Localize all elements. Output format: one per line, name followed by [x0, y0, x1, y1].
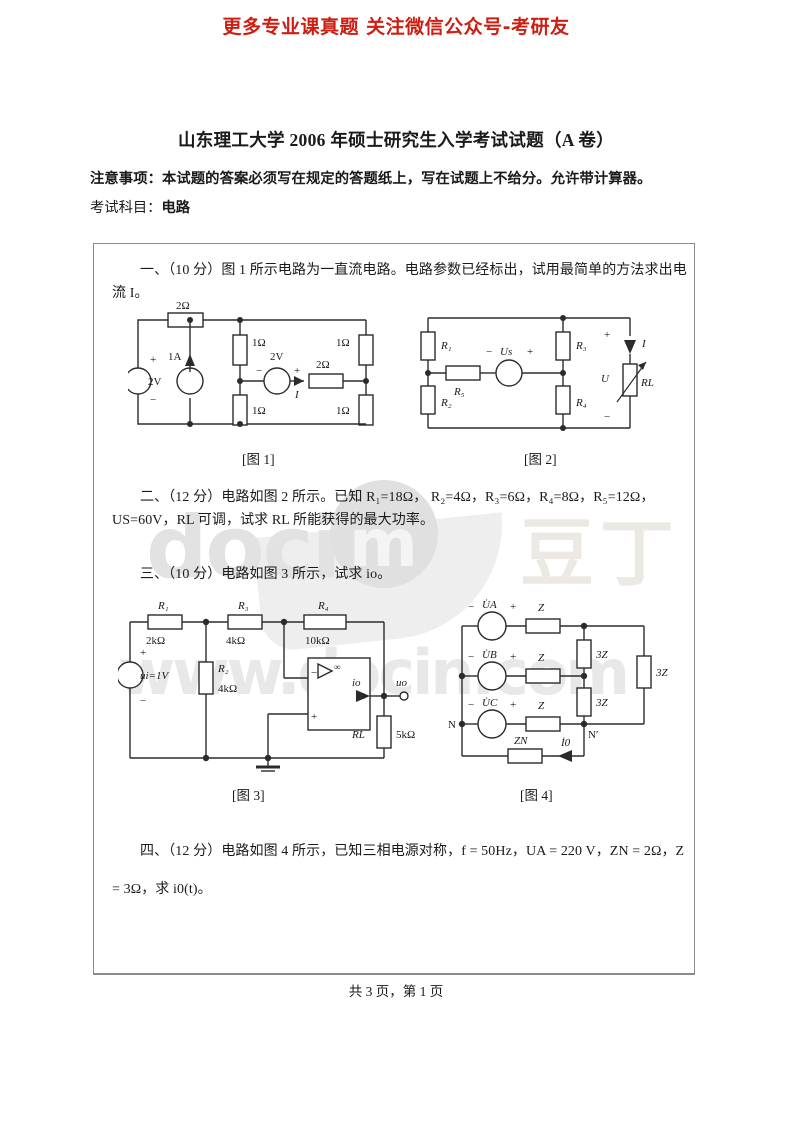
question-4-body: 电路如图 4 所示，已知三相电源对称，f = 50Hz，UA = 220 V，Z…: [112, 844, 685, 897]
fig4-label-ub: U̇B: [482, 649, 497, 661]
figure-1-caption: [图 1]: [242, 452, 275, 467]
fig1-label-r-right-top: 1Ω: [336, 337, 350, 349]
fig4-label-3z-bottom: 3Z: [595, 697, 609, 709]
fig4-label-minus-c: −: [468, 699, 474, 711]
fig3-label-r4: R₄: [317, 600, 329, 612]
question-2-number: 二、: [140, 490, 169, 505]
question-2-body: 电路如图 2 所示。已知 R₁=18Ω， R₂=4Ω，R₃=6Ω，R₄=8Ω，R…: [112, 490, 655, 528]
fig3-label-opamp-out-plus: +: [361, 691, 367, 703]
figure-2-circuit: R₁ R₂ R₃ R₄ R₅ Us − + U I RL + −: [420, 315, 654, 431]
fig2-label-load: RL: [640, 377, 654, 389]
fig4-label-node-n: N: [448, 719, 456, 731]
question-4-number: 四、: [140, 844, 169, 859]
figure-4-circuit: U̇A U̇B U̇C − + − + − + Z Z Z 3Z 3Z 3Z N…: [448, 599, 669, 764]
fig3-label-r3-val: 4kΩ: [226, 635, 245, 647]
subject-value: 电路: [161, 200, 191, 216]
fig1-label-current-source: 1A: [168, 351, 182, 363]
fig4-label-i0: İ0: [560, 737, 571, 749]
subject-label: 考试科目：: [90, 200, 162, 216]
fig3-label-rl: RL: [351, 729, 365, 741]
fig1-label-r-top: 2Ω: [176, 302, 190, 312]
footer-page-indicator: 共 3 页，第 1 页: [348, 984, 444, 999]
fig4-label-3z-top: 3Z: [595, 649, 609, 661]
question-1-score: （10 分）: [168, 263, 222, 278]
fig4-label-plus-c: +: [510, 699, 516, 711]
fig1-label-src-mid: 2V: [270, 351, 284, 363]
question-3-score: （10 分）: [168, 567, 222, 582]
fig1-label-plus: +: [150, 354, 156, 366]
figure-3-caption: [图 3]: [232, 788, 265, 803]
fig3-label-plus: +: [140, 647, 146, 659]
footer-divider: [93, 973, 695, 974]
fig4-label-uc: U̇C: [482, 697, 498, 709]
fig3-label-opamp-inv: −: [311, 667, 317, 679]
fig2-label-r3: R₃: [575, 340, 587, 352]
fig2-label-current: I: [641, 338, 647, 350]
fig3-label-out-current: io: [352, 677, 361, 689]
fig3-label-out-voltage: uo: [396, 677, 408, 689]
fig2-label-r2: R₂: [440, 397, 452, 409]
fig4-label-plus-b: +: [510, 651, 516, 663]
question-1-number: 一、: [140, 263, 169, 278]
question-3-number: 三、: [140, 567, 169, 582]
fig4-label-3z-right: 3Z: [655, 667, 669, 679]
fig3-label-source: ui=1V: [140, 670, 169, 682]
question-1-body: 图 1 所示电路为一直流电路。电路参数已经标出，试用最简单的方法求出电流 I。: [112, 263, 687, 301]
fig1-label-r-right-bottom: 1Ω: [336, 405, 350, 417]
fig1-label-current: I: [294, 389, 300, 401]
fig2-label-voltage: U: [601, 373, 610, 385]
fig3-label-rl-val: 5kΩ: [396, 729, 415, 741]
fig1-label-r-series: 2Ω: [316, 359, 330, 371]
fig1-label-minus: −: [150, 394, 156, 406]
question-2-text: 二、（12 分）电路如图 2 所示。已知 R₁=18Ω， R₂=4Ω，R₃=6Ω…: [112, 486, 690, 532]
fig4-label-zn: ZN: [514, 735, 528, 747]
fig4-label-z-c: Z: [538, 700, 545, 712]
fig1-label-src-left: 2V: [148, 376, 162, 388]
fig2-label-source-plus: +: [527, 346, 533, 358]
notice-line: 注意事项：本试题的答案必须写在规定的答题纸上，写在试题上不给分。允许带计算器。: [90, 171, 652, 187]
question-4-text: 四、（12 分）电路如图 4 所示，已知三相电源对称，f = 50Hz，UA =…: [112, 833, 690, 909]
question-3-body: 电路如图 3 所示，试求 io。: [221, 567, 392, 582]
fig2-label-source: Us: [500, 346, 512, 358]
fig3-label-opamp-non-inv: +: [311, 711, 317, 723]
fig2-label-r4: R₄: [575, 397, 587, 409]
question-3-text: 三、（10 分）电路如图 3 所示，试求 io。: [112, 563, 690, 586]
fig1-label-src-mid-plus: +: [294, 365, 300, 377]
fig4-label-ua: U̇A: [482, 599, 497, 611]
fig2-label-minus: −: [604, 411, 610, 423]
fig3-label-r1-val: 2kΩ: [146, 635, 165, 647]
fig4-label-z-b: Z: [538, 652, 545, 664]
question-4-score: （12 分）: [168, 844, 222, 859]
question-frame: [93, 243, 695, 975]
fig3-label-r2-val: 4kΩ: [218, 683, 237, 695]
fig1-label-src-mid-minus: −: [256, 365, 262, 377]
figure-2-caption: [图 2]: [524, 452, 557, 467]
fig4-label-minus-a: −: [468, 601, 474, 613]
fig3-label-opamp-gain: ∞: [334, 662, 340, 672]
fig4-label-plus-a: +: [510, 601, 516, 613]
question-1-text: 一、（10 分）图 1 所示电路为一直流电路。电路参数已经标出，试用最简单的方法…: [112, 259, 690, 305]
figure-4-caption: [图 4]: [520, 788, 553, 803]
fig2-label-r1: R₁: [440, 340, 452, 352]
fig1-label-r-mid-bottom: 1Ω: [252, 405, 266, 417]
fig3-label-r3: R₃: [237, 600, 249, 612]
fig3-label-r4-val: 10kΩ: [305, 635, 330, 647]
question-2-score: （12 分）: [168, 490, 222, 505]
fig3-label-r1: R₁: [157, 600, 169, 612]
page-title: 山东理工大学 2006 年硕士研究生入学考试试题（A 卷）: [178, 130, 614, 150]
fig4-label-minus-b: −: [468, 651, 474, 663]
fig3-label-minus: −: [140, 695, 146, 707]
fig3-label-r2: R₂: [217, 663, 229, 675]
fig4-label-z-a: Z: [538, 602, 545, 614]
fig1-label-r-mid-top: 1Ω: [252, 337, 266, 349]
fig2-label-source-minus: −: [486, 346, 492, 358]
fig2-label-r5: R₅: [453, 386, 465, 398]
figure-1-circuit: 2Ω 2V + − 1A 1Ω 1Ω 2V − + 2Ω I 1Ω 1Ω: [128, 302, 374, 427]
fig2-label-plus: +: [604, 329, 610, 341]
figure-3-circuit: R₁ 2kΩ R₃ 4kΩ R₄ 10kΩ R₂ 4kΩ ui=1V + − −…: [118, 600, 415, 772]
promo-banner: 更多专业课真题 关注微信公众号-考研友: [222, 16, 570, 38]
fig4-label-node-np: N′: [588, 729, 598, 741]
subject-line: 考试科目：电路: [90, 196, 190, 217]
